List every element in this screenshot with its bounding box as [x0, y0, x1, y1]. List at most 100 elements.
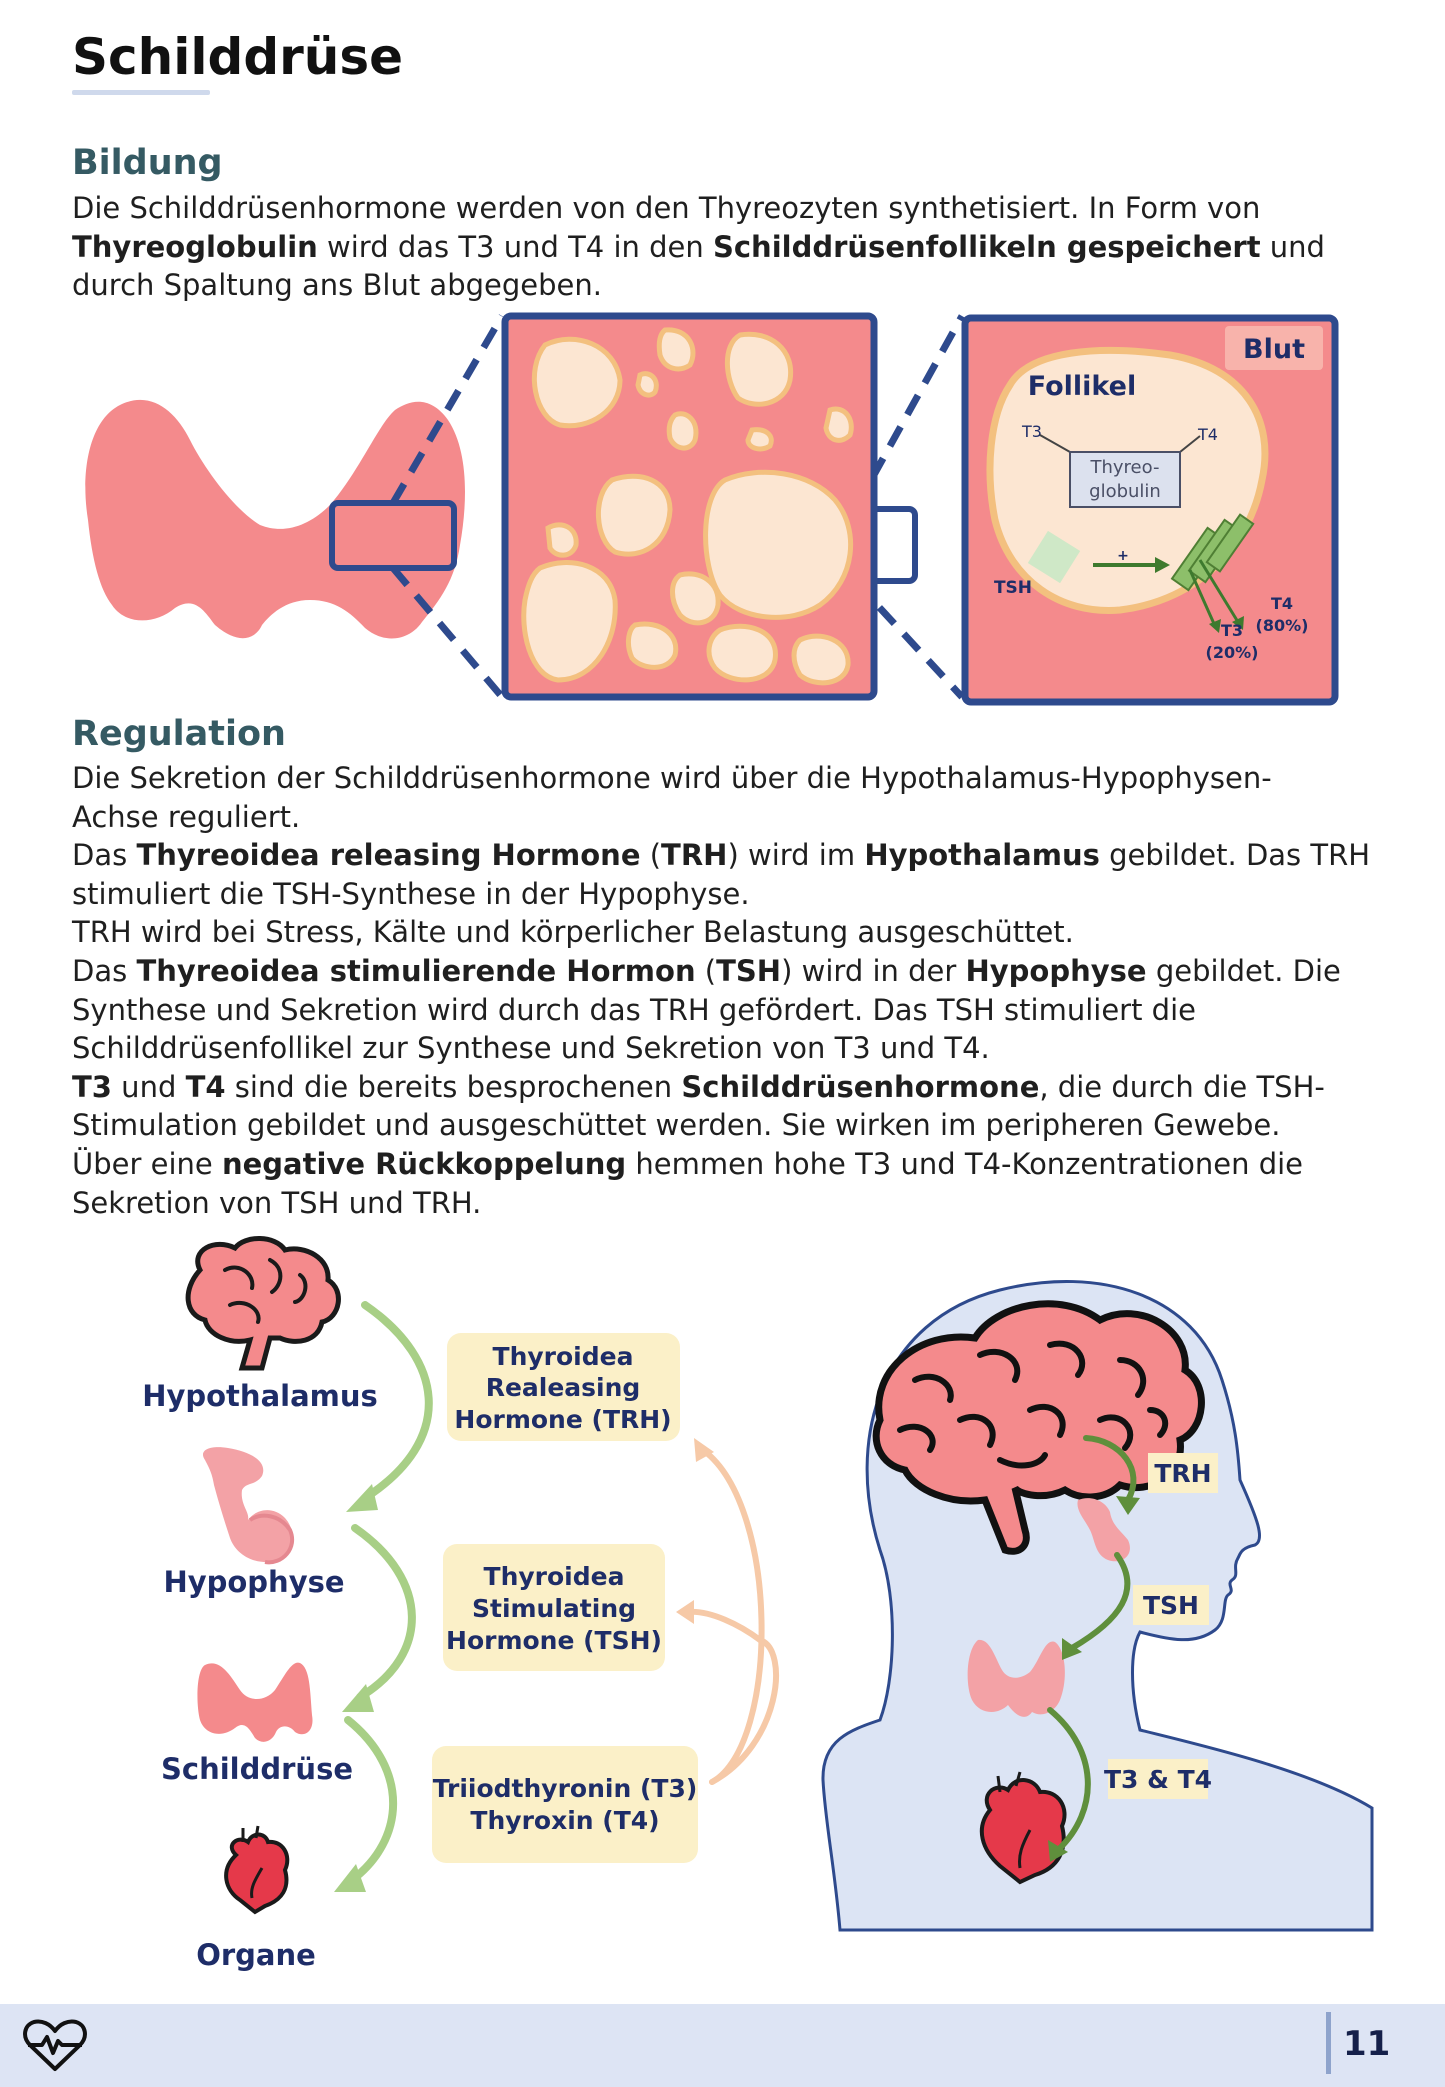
text-run: Das	[72, 838, 137, 873]
text-line: Das Thyreoidea stimulierende Hormon (TSH…	[72, 952, 1372, 991]
follicle-detail-panel: Blut Follikel T3 T4 Thyreo- globulin TSH…	[961, 314, 1339, 706]
page-number: 11	[1343, 2024, 1391, 2064]
page-title: Schilddrüse	[72, 28, 404, 86]
text-line: Achse reguliert.	[72, 798, 1372, 837]
text-run: ) wird in der	[781, 953, 966, 988]
t4-output-label: T4	[1271, 594, 1293, 613]
t3-output-percent: (20%)	[1206, 643, 1259, 662]
svg-text:Thyroidea: Thyroidea	[493, 1342, 634, 1371]
text-run: Das	[72, 953, 137, 988]
feedback-arrows	[685, 1445, 779, 1785]
regulation-paragraph: Die Sekretion der Schilddrüsenhormone wi…	[72, 759, 1372, 1222]
bold-term: negative Rückkoppelung	[221, 1146, 627, 1181]
transporter-channel-shape	[1170, 513, 1255, 592]
organ-label-hypophyse: Hypophyse	[163, 1565, 344, 1599]
organ-label-organe: Organe	[196, 1938, 316, 1972]
heart-icon	[224, 1825, 290, 1915]
organ-label-schilddruese: Schilddrüse	[161, 1752, 353, 1786]
head-hormone-arrows	[1047, 1435, 1137, 1853]
heartbeat-icon	[23, 2019, 87, 2071]
thyroid-icon	[197, 1662, 313, 1742]
tsh-label: TSH	[994, 578, 1032, 598]
footer-bar	[0, 2004, 1445, 2087]
text-run: wird das T3 und T4 in den	[317, 229, 713, 264]
text-run: gebildet. Das TRH	[1099, 838, 1371, 873]
follikel-label: Follikel	[1028, 371, 1136, 402]
text-run: Die Schilddrüsenhormone werden von den T…	[72, 191, 1261, 225]
follicle-diagram: Blut Follikel T3 T4 Thyreo- globulin TSH…	[85, 312, 1339, 706]
text-line: Stimulation gebildet und ausgeschüttet w…	[72, 1106, 1372, 1145]
organ-label-hypothalamus: Hypothalamus	[142, 1379, 378, 1413]
t4-output-percent: (80%)	[1256, 616, 1309, 635]
text-line: Schilddrüsenfollikel zur Synthese und Se…	[72, 1029, 1372, 1068]
tsh-receptor-shape	[1027, 530, 1081, 584]
bold-term: Schilddrüsenhormone	[681, 1069, 1040, 1104]
blut-label: Blut	[1243, 334, 1305, 365]
text-run: ) wird im	[727, 838, 865, 873]
hormone-axis-diagram: Hypothalamus Hypophyse Schilddrüse Organ…	[142, 1236, 779, 1972]
text-line: Synthese und Sekretion wird durch das TR…	[72, 991, 1372, 1030]
svg-text:Triiodthyronin (T3): Triiodthyronin (T3)	[433, 1774, 698, 1803]
title-underline	[72, 90, 210, 95]
svg-text:Thyroxin (T4): Thyroxin (T4)	[470, 1806, 659, 1835]
head-silhouette-diagram: TRH TSH T3 & T4	[821, 1279, 1374, 1932]
head-label-trh: TRH	[1154, 1459, 1211, 1488]
head-label-t3-t4: T3 & T4	[1104, 1765, 1212, 1794]
pituitary-icon	[202, 1447, 294, 1565]
hormone-box-trh: Thyroidea Realeasing Hormone (TRH)	[447, 1333, 680, 1441]
text-line: Die Sekretion der Schilddrüsenhormone wi…	[72, 759, 1372, 798]
text-run: , die durch die TSH-	[1039, 1069, 1325, 1104]
text-run: (	[695, 953, 717, 988]
bold-term: Thyreoidea stimulierende Hormon	[136, 953, 696, 988]
head-heart-illustration	[979, 1771, 1067, 1885]
text-line: Das Thyreoidea releasing Hormone (TRH) w…	[72, 836, 1372, 875]
thyreoglobulin-label-2: globulin	[1089, 481, 1161, 502]
bold-term: Hypothalamus	[864, 838, 1100, 873]
section-heading-bildung: Bildung	[72, 143, 223, 183]
text-run: und	[1260, 229, 1325, 264]
brain-icon	[185, 1236, 341, 1371]
text-run: durch Spaltung ans Blut abgegeben.	[72, 268, 602, 303]
plus-sign: +	[1117, 548, 1129, 564]
svg-text:Stimulating: Stimulating	[472, 1594, 636, 1623]
t3-label: T3	[1021, 422, 1042, 441]
bold-term: TSH	[716, 953, 782, 988]
text-line: Die Schilddrüsenhormone werden von den T…	[72, 189, 1372, 228]
hormone-box-tsh: Thyroidea Stimulating Hormone (TSH)	[443, 1544, 665, 1671]
head-pituitary-illustration	[1077, 1498, 1130, 1562]
svg-text:Thyroidea: Thyroidea	[484, 1562, 625, 1591]
text-line: Sekretion von TSH und TRH.	[72, 1184, 1372, 1223]
t4-label: T4	[1197, 425, 1218, 444]
hormone-box-t3-t4: Triiodthyronin (T3) Thyroxin (T4)	[432, 1746, 698, 1863]
text-run: Schilddrüsenfollikel zur Synthese und Se…	[72, 1031, 990, 1066]
cascade-arrows	[344, 1301, 433, 1884]
bold-term: Thyreoglobulin	[72, 229, 318, 264]
text-run: hemmen hohe T3 und T4-Konzentrationen di…	[626, 1146, 1303, 1181]
bildung-paragraph: Die Schilddrüsenhormone werden von den T…	[72, 189, 1372, 305]
thyroid-gland-illustration	[85, 399, 465, 639]
bold-term: TRH	[661, 838, 728, 873]
text-run: Synthese und Sekretion wird durch das TR…	[72, 992, 1196, 1027]
section-heading-regulation: Regulation	[72, 714, 286, 754]
footer-divider	[1326, 2012, 1331, 2074]
text-line: stimuliert die TSH-Synthese in der Hypop…	[72, 875, 1372, 914]
text-run: sind die bereits besprochenen	[225, 1069, 682, 1104]
text-run: und	[111, 1069, 186, 1104]
text-run: stimuliert die TSH-Synthese in der Hypop…	[72, 876, 750, 911]
bold-term: Hypophyse	[965, 953, 1147, 988]
svg-text:Hormone (TSH): Hormone (TSH)	[446, 1626, 662, 1655]
text-run: Achse reguliert.	[72, 799, 301, 834]
thyreoglobulin-label-1: Thyreo-	[1090, 457, 1160, 478]
svg-text:Realeasing: Realeasing	[486, 1373, 641, 1402]
text-run: Sekretion von TSH und TRH.	[72, 1185, 482, 1220]
bold-term: Schilddrüsenfollikeln gespeichert	[712, 229, 1261, 264]
text-line: Thyreoglobulin wird das T3 und T4 in den…	[72, 228, 1372, 267]
head-label-tsh: TSH	[1143, 1591, 1199, 1620]
text-line: Über eine negative Rückkoppelung hemmen …	[72, 1145, 1372, 1184]
bold-term: Thyreoidea releasing Hormone	[136, 838, 641, 873]
text-run: TRH wird bei Stress, Kälte und körperlic…	[72, 915, 1074, 950]
text-run: Über eine	[72, 1146, 222, 1181]
text-run: Die Sekretion der Schilddrüsenhormone wi…	[72, 761, 1272, 795]
text-line: TRH wird bei Stress, Kälte und körperlic…	[72, 913, 1372, 952]
text-line: T3 und T4 sind die bereits besprochenen …	[72, 1068, 1372, 1107]
